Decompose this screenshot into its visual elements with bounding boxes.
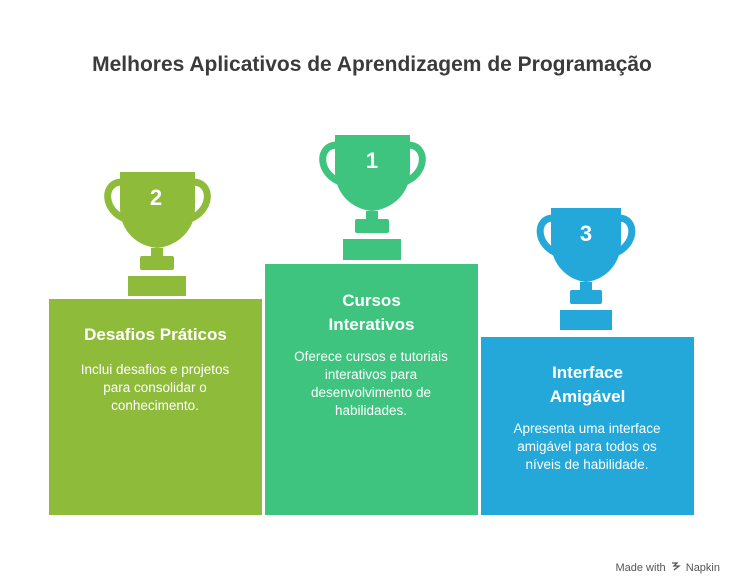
trophy-2-icon <box>104 172 211 296</box>
trophy-2-number: 2 <box>149 185 163 210</box>
footer-attribution: Made with Napkin <box>615 561 720 574</box>
trophy-1-number: 1 <box>365 148 379 173</box>
podium-3-description: Apresenta uma interface amigável para to… <box>513 421 661 472</box>
made-with-label: Made with <box>615 562 666 574</box>
podium-1-description: Oferece cursos e tutoriais interativos p… <box>294 349 448 418</box>
napkin-brand-label: Napkin <box>685 562 720 574</box>
trophy-1-icon <box>319 135 426 260</box>
podium-block-1: Cursos Interativos Oferece cursos e tuto… <box>265 264 478 515</box>
podium-1-title: Cursos Interativos <box>328 291 415 334</box>
podium-3-title: Interface Amigável <box>549 363 626 406</box>
diagram-title: Melhores Aplicativos de Aprendizagem de … <box>92 53 652 76</box>
napkin-logo-icon <box>671 562 681 571</box>
podium-2-title: Desafios Práticos <box>84 325 227 344</box>
trophy-3-number: 3 <box>579 221 593 246</box>
podium-block-2: Desafios Práticos Inclui desafios e proj… <box>49 299 262 515</box>
podium-block-3: Interface Amigável Apresenta uma interfa… <box>481 337 694 515</box>
trophy-3-icon <box>536 208 636 330</box>
podium-2-description: Inclui desafios e projetos para consolid… <box>80 362 230 413</box>
